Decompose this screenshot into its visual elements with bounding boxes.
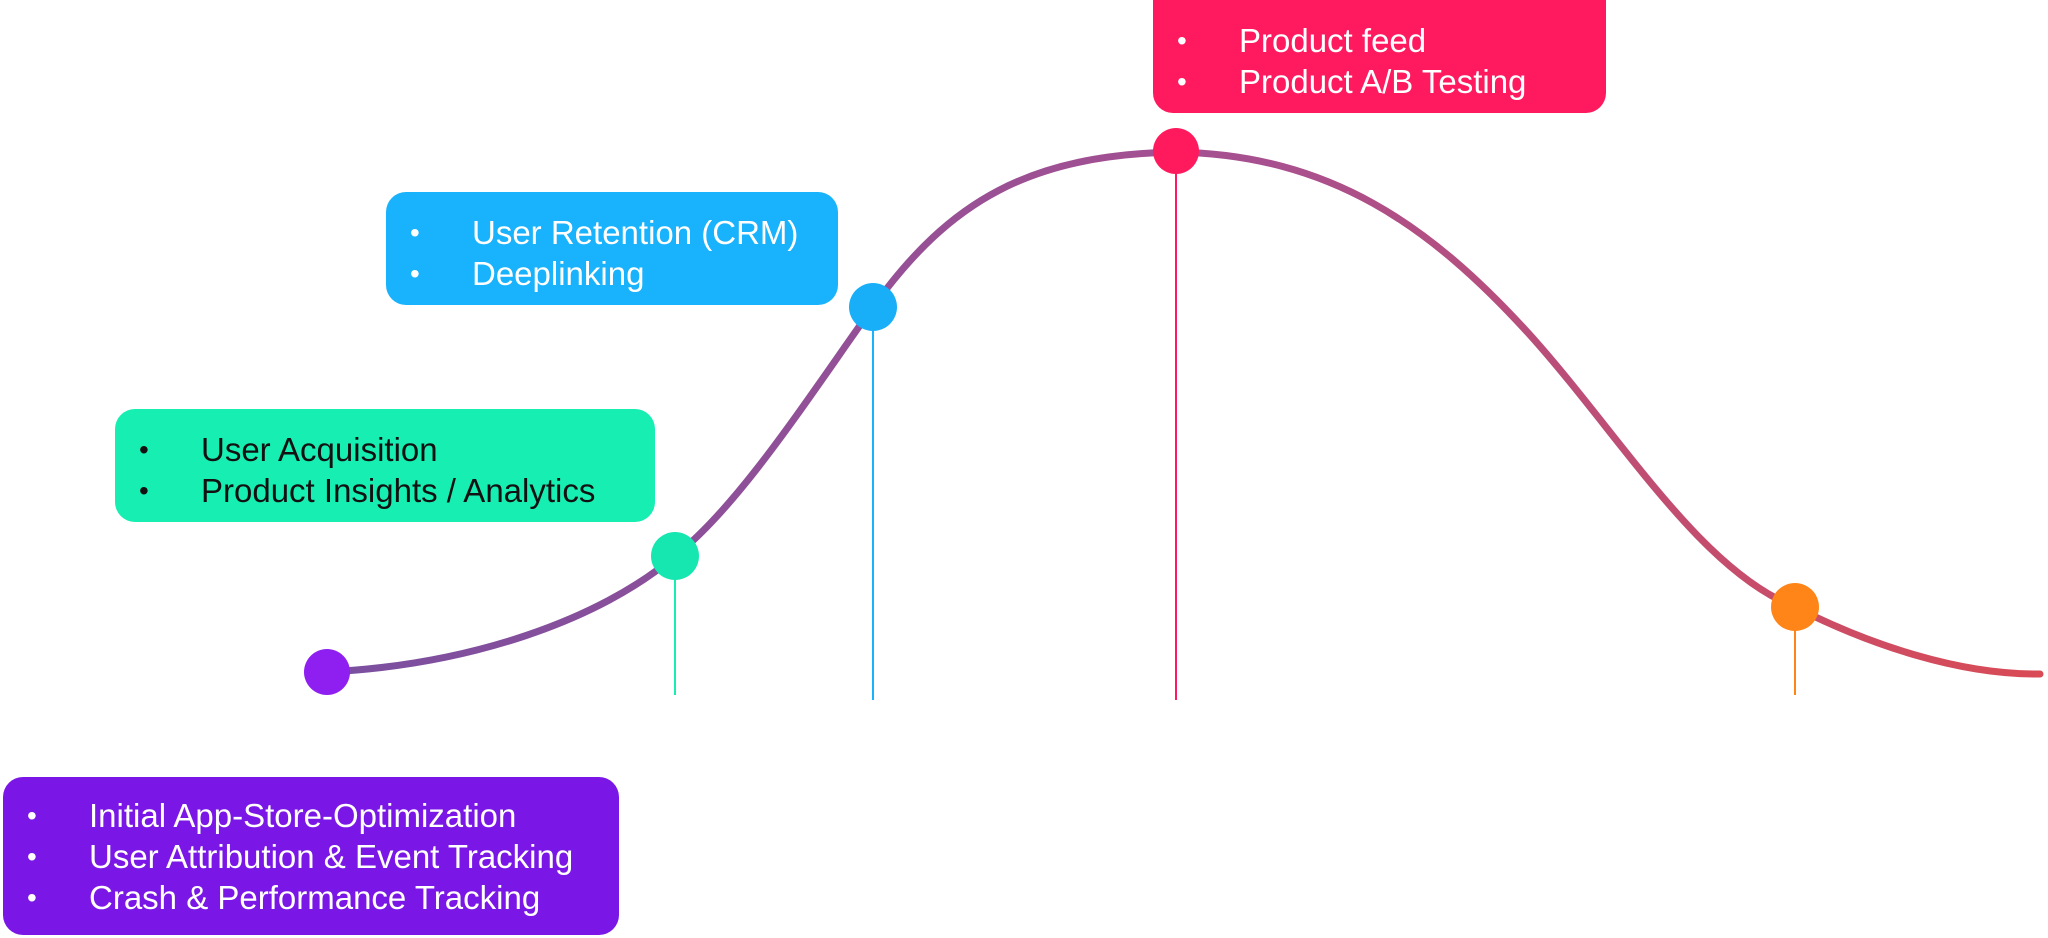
stage-dot-mature bbox=[1153, 128, 1199, 174]
list-item: Crash & Performance Tracking bbox=[27, 877, 595, 918]
callout-list: User Acquisition Product Insights / Anal… bbox=[139, 429, 631, 511]
callout-list: Initial App-Store-Optimization User Attr… bbox=[27, 795, 595, 918]
callout-engage: User Retention (CRM) Deeplinking bbox=[386, 192, 838, 305]
stage-dot-launch bbox=[304, 649, 350, 695]
callout-growth: User Acquisition Product Insights / Anal… bbox=[115, 409, 655, 522]
list-item: Product A/B Testing bbox=[1177, 61, 1582, 102]
list-item: Product Insights / Analytics bbox=[139, 470, 631, 511]
list-item: User Attribution & Event Tracking bbox=[27, 836, 595, 877]
list-item: Deeplinking bbox=[410, 253, 814, 294]
callout-list: User Retention (CRM) Deeplinking bbox=[410, 212, 814, 294]
callout-mature: Product feed Product A/B Testing bbox=[1153, 0, 1606, 113]
stage-dot-engage bbox=[849, 283, 897, 331]
list-item: Product feed bbox=[1177, 20, 1582, 61]
callout-list: Product feed Product A/B Testing bbox=[1177, 20, 1582, 102]
list-item: User Retention (CRM) bbox=[410, 212, 814, 253]
list-item: User Acquisition bbox=[139, 429, 631, 470]
stage-dot-growth bbox=[651, 532, 699, 580]
list-item: Initial App-Store-Optimization bbox=[27, 795, 595, 836]
stage-dot-decline bbox=[1771, 583, 1819, 631]
callout-launch: Initial App-Store-Optimization User Attr… bbox=[3, 777, 619, 935]
